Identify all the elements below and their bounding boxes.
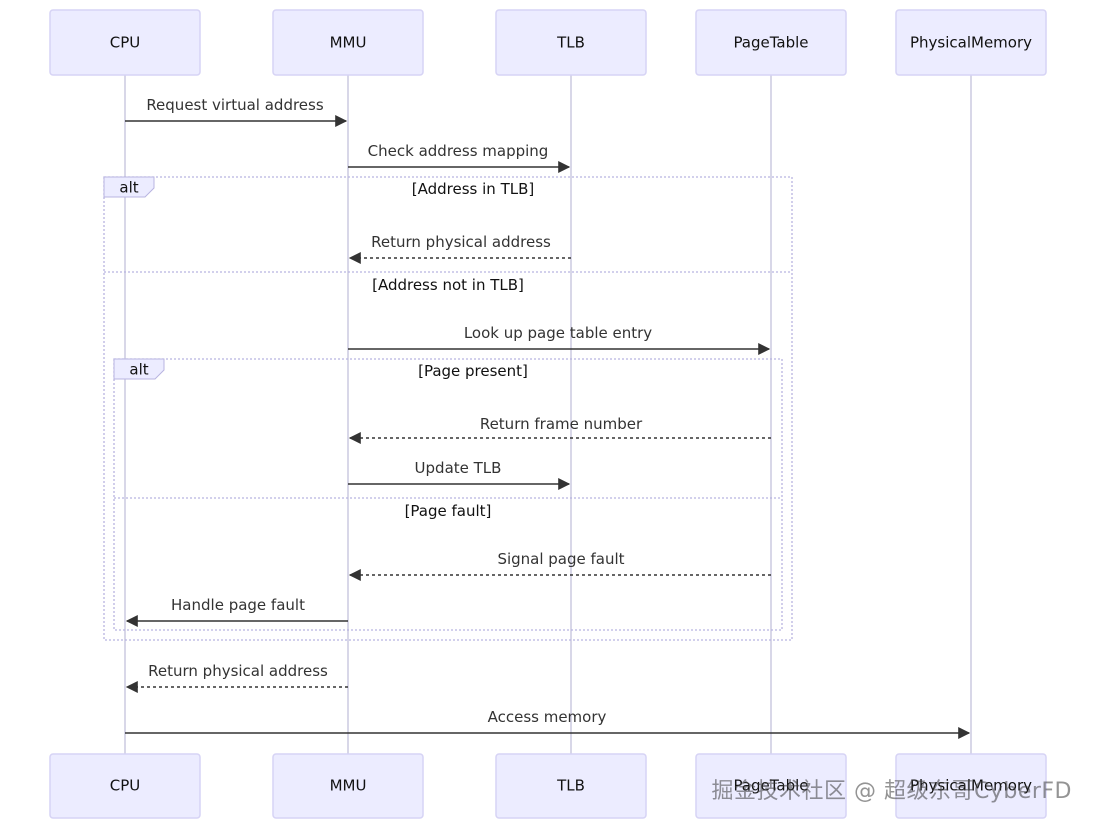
actor-mmu-top[interactable]: MMU [272,9,424,76]
actor-mmu-top-label: MMU [330,34,367,52]
actors-bottom: CPU MMU TLB PageTable PhysicalMemory [49,753,1047,819]
message-return-physical-address-tlb-label: Return physical address [371,233,551,251]
message-return-frame-number: Return frame number [348,415,771,444]
message-request-virtual-address-label: Request virtual address [146,96,324,114]
alt-frame-inner-border [113,358,783,631]
messages: Request virtual address Check address ma… [125,96,971,739]
message-return-physical-address-mmu-label: Return physical address [148,662,328,680]
message-signal-page-fault-label: Signal page fault [497,550,624,568]
actor-cpu-top-label: CPU [110,34,141,52]
message-access-memory: Access memory [125,708,971,739]
actor-pagetable-bottom-label: PageTable [733,777,808,795]
message-return-physical-address-tlb: Return physical address [348,233,571,264]
alt-frame-inner: alt [Page present] [Page fault] [113,358,783,631]
actor-tlb-bottom-label: TLB [556,777,585,795]
message-look-up-page-table-entry: Look up page table entry [348,324,771,355]
actors-top: CPU MMU TLB PageTable PhysicalMemory [49,9,1047,76]
message-return-frame-number-label: Return frame number [480,415,643,433]
actor-cpu-bottom-label: CPU [110,777,141,795]
alt-frame-inner-condition-1: [Page present] [418,362,528,380]
message-signal-page-fault: Signal page fault [348,550,771,581]
alt-frame-outer-tab-label: alt [119,179,138,197]
message-update-tlb-label: Update TLB [415,459,502,477]
actor-tlb-bottom[interactable]: TLB [495,753,647,819]
actor-physicalmemory-top-label: PhysicalMemory [910,34,1032,52]
lifelines [124,75,972,754]
alt-frame-outer-condition-1: [Address in TLB] [412,180,534,198]
message-look-up-page-table-entry-label: Look up page table entry [464,324,652,342]
message-return-physical-address-mmu: Return physical address [125,662,348,693]
message-update-tlb: Update TLB [348,459,571,490]
actor-tlb-top-label: TLB [556,34,585,52]
actor-pagetable-top[interactable]: PageTable [695,9,847,76]
message-check-address-mapping-label: Check address mapping [368,142,549,160]
message-request-virtual-address: Request virtual address [125,96,348,127]
message-handle-page-fault-label: Handle page fault [171,596,305,614]
actor-pagetable-top-label: PageTable [733,34,808,52]
message-handle-page-fault: Handle page fault [125,596,348,627]
actor-cpu-bottom[interactable]: CPU [49,753,201,819]
alt-frame-inner-tab-label: alt [129,361,148,379]
alt-frame-outer: alt [Address in TLB] [Address not in TLB… [103,176,793,641]
actor-physicalmemory-top[interactable]: PhysicalMemory [895,9,1047,76]
actor-mmu-bottom-label: MMU [330,777,367,795]
actor-tlb-top[interactable]: TLB [495,9,647,76]
alt-frame-inner-tab [113,358,165,380]
message-check-address-mapping: Check address mapping [348,142,571,173]
alt-frame-outer-tab [103,176,155,198]
alt-frame-outer-condition-2: [Address not in TLB] [372,276,524,294]
actor-pagetable-bottom[interactable]: PageTable [695,753,847,819]
actor-physicalmemory-bottom-label: PhysicalMemory [910,777,1032,795]
actor-cpu-top[interactable]: CPU [49,9,201,76]
alt-frame-outer-border [103,176,793,641]
alt-frame-inner-condition-2: [Page fault] [405,502,492,520]
actor-mmu-bottom[interactable]: MMU [272,753,424,819]
message-access-memory-label: Access memory [488,708,607,726]
actor-physicalmemory-bottom[interactable]: PhysicalMemory [895,753,1047,819]
